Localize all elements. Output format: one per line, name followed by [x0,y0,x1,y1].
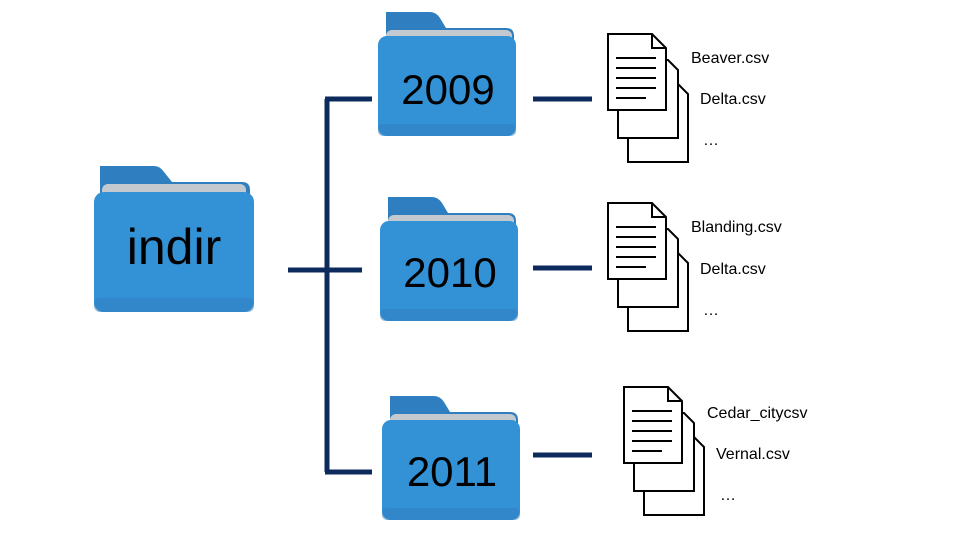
root-folder[interactable]: indir [92,158,256,318]
folder-2011[interactable]: 2011 [382,392,522,524]
folder-label-2010: 2010 [403,249,497,296]
folder-2010[interactable]: 2010 [380,193,520,325]
folder-label-2011: 2011 [406,448,498,495]
file-name[interactable]: Blanding.csv [691,219,782,236]
folder-icon [382,396,520,520]
folder-icon [94,166,254,312]
folder-label-2009: 2009 [401,66,495,113]
document-stack-icon [607,33,689,163]
document-stack-icon [607,202,689,332]
document-stack-icon [623,386,705,516]
file-name[interactable]: Vernal.csv [716,446,790,463]
root-folder-label: indir [126,219,222,275]
file-name-ellipsis: … [703,132,719,149]
folder-icon [378,12,516,136]
file-name[interactable]: Delta.csv [700,91,766,108]
file-name[interactable]: Delta.csv [700,261,766,278]
file-name-ellipsis: … [720,487,736,504]
file-name[interactable]: Cedar_citycsv [707,405,808,422]
file-name-ellipsis: … [703,302,719,319]
folder-2009[interactable]: 2009 [378,8,518,140]
file-name[interactable]: Beaver.csv [691,50,770,67]
folder-icon [380,197,518,321]
